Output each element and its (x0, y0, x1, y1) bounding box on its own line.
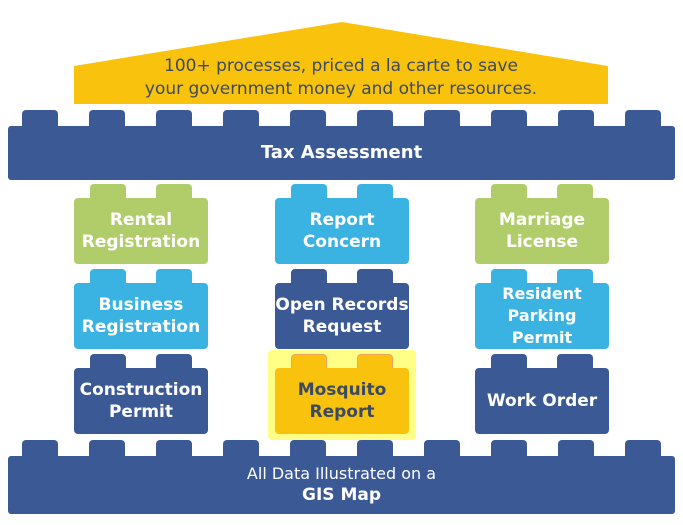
beam-stud (558, 110, 594, 130)
block-stud (557, 269, 593, 286)
block-stud (357, 184, 393, 201)
block-body: Marriage License (475, 198, 609, 264)
base-stud (290, 440, 326, 460)
base-gis-map: All Data Illustrated on a GIS Map (8, 456, 675, 514)
block-stud (291, 269, 327, 286)
block-business-registration: Business Registration (74, 269, 208, 349)
block-label: Construction (79, 380, 203, 400)
roof-shape (74, 22, 608, 104)
beam-stud (290, 110, 326, 130)
block-label: Business (98, 295, 184, 315)
block-report-concern: Report Concern (275, 184, 409, 264)
block-marriage-license: Marriage License (475, 184, 609, 264)
block-stud (90, 269, 126, 286)
block-rental-registration: Rental Registration (74, 184, 208, 264)
block-body: Report Concern (275, 198, 409, 264)
beam-stud (424, 110, 460, 130)
block-open-records-request: Open Records Request (275, 269, 409, 349)
block-label: License (505, 232, 579, 252)
block-stud (557, 184, 593, 201)
block-label: Request (302, 317, 382, 337)
block-stud (491, 184, 527, 201)
block-body: Open Records Request (275, 283, 409, 349)
beam-stud (89, 110, 125, 130)
block-label: Report (309, 210, 375, 230)
base-stud (625, 440, 661, 460)
block-stud (491, 269, 527, 286)
beam-stud (223, 110, 259, 130)
block-stud (90, 354, 126, 371)
base-stud (22, 440, 58, 460)
block-body: Work Order (475, 368, 609, 434)
block-label: Rental (109, 210, 173, 230)
roof-line-2: your government money and other resource… (144, 79, 538, 99)
block-label: Registration (81, 232, 201, 252)
beam-tax-assessment: Tax Assessment (8, 126, 675, 180)
base-stud (491, 440, 527, 460)
block-body: Rental Registration (74, 198, 208, 264)
block-stud (156, 184, 192, 201)
block-label: Registration (81, 317, 201, 337)
block-mosquito-report: Mosquito Report (275, 354, 409, 434)
block-label: Mosquito (297, 380, 387, 400)
block-work-order: Work Order (475, 354, 609, 434)
block-label: Permit (108, 402, 174, 422)
base-stud (424, 440, 460, 460)
block-stud (291, 184, 327, 201)
block-label: Resident (502, 284, 582, 303)
block-stud (557, 354, 593, 371)
block-label: Work Order (486, 391, 598, 411)
base-stud (156, 440, 192, 460)
beam-stud (357, 110, 393, 130)
base-stud (558, 440, 594, 460)
base-line-2: GIS Map (302, 485, 381, 505)
base-stud (89, 440, 125, 460)
block-label: Parking Permit (507, 306, 577, 347)
block-stud (156, 269, 192, 286)
beam-stud (22, 110, 58, 130)
block-label: Report (309, 402, 375, 422)
block-stud (90, 184, 126, 201)
beam-stud (625, 110, 661, 130)
block-stud (156, 354, 192, 371)
block-body: Business Registration (74, 283, 208, 349)
block-label: Concern (302, 232, 382, 252)
block-resident-parking-permit: Resident Parking Permit (475, 269, 609, 349)
beam-stud (156, 110, 192, 130)
block-body: Mosquito Report (275, 368, 409, 434)
base-stud (223, 440, 259, 460)
block-body: Resident Parking Permit (475, 283, 609, 349)
roof (74, 22, 608, 104)
block-label: Open Records (275, 295, 409, 315)
block-construction-permit: Construction Permit (74, 354, 208, 434)
block-label: Marriage (498, 210, 586, 230)
block-stud (491, 354, 527, 371)
beam-label: Tax Assessment (260, 142, 423, 163)
block-body: Construction Permit (74, 368, 208, 434)
base-stud (357, 440, 393, 460)
roof-line-1: 100+ processes, priced a la carte to sav… (164, 56, 518, 76)
roof-text: 100+ processes, priced a la carte to sav… (74, 55, 608, 101)
beam-stud (491, 110, 527, 130)
block-stud (357, 269, 393, 286)
base-line-1: All Data Illustrated on a (246, 464, 437, 483)
